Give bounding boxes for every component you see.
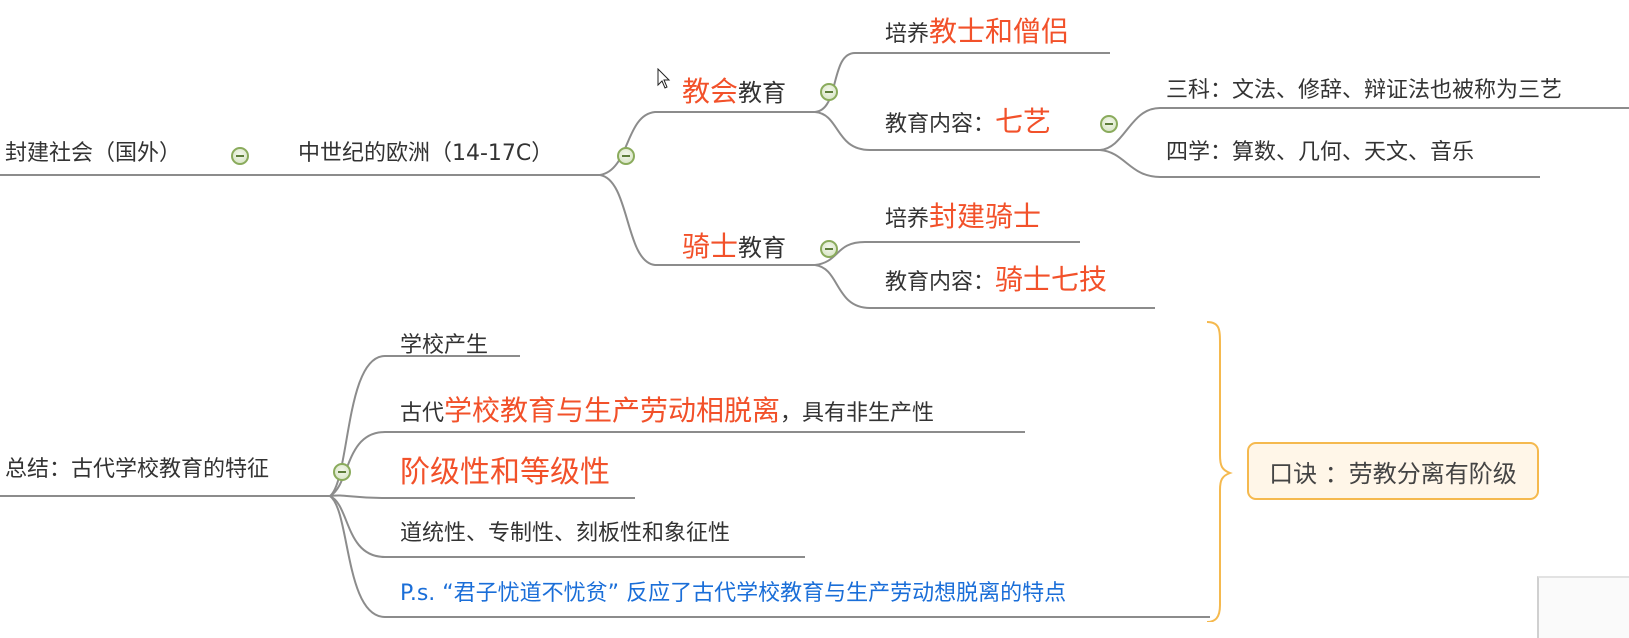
bracket (1206, 321, 1233, 622)
knight-label-rest: 教育 (738, 234, 787, 262)
root-feudal-society[interactable]: 封建社会（国外） (5, 141, 182, 166)
church-goal-highlight: 教士和僧侣 (929, 15, 1070, 48)
corner-thumbnail (1537, 576, 1629, 638)
node-church-education[interactable]: 教会教育 (682, 78, 786, 106)
node-knight-education[interactable]: 骑士教育 (682, 233, 786, 261)
collapse-minus-icon[interactable] (1100, 115, 1118, 133)
node-knight-content[interactable]: 教育内容：骑士七技 (885, 266, 1107, 294)
knight-content-highlight: 骑士七技 (995, 263, 1108, 296)
church-content-highlight: 七艺 (995, 105, 1052, 138)
connector-lines (0, 52, 1629, 622)
node-quadrivium[interactable]: 四学：算数、几何、天文、音乐 (1166, 140, 1475, 165)
mnemonic-text: 口诀 ：劳教分离有阶级 (1269, 459, 1517, 488)
summary-item-school-origin[interactable]: 学校产生 (400, 333, 489, 358)
church-label-rest: 教育 (738, 79, 787, 107)
separation-suffix: ，具有非生产性 (780, 401, 935, 426)
root-summary[interactable]: 总结：古代学校教育的特征 (5, 457, 270, 482)
knight-goal-highlight: 封建骑士 (929, 200, 1042, 233)
mnemonic-callout[interactable]: 口诀 ：劳教分离有阶级 (1247, 442, 1539, 500)
summary-item-separation[interactable]: 古代学校教育与生产劳动相脱离，具有非生产性 (400, 397, 934, 425)
node-trivium[interactable]: 三科：文法、修辞、辩证法也被称为三艺 (1166, 78, 1563, 103)
summary-item-class-hierarchy[interactable]: 阶级性和等级性 (400, 455, 610, 490)
mouse-pointer-icon (657, 68, 671, 89)
collapse-minus-icon[interactable] (333, 463, 351, 481)
knight-content-prefix: 教育内容： (885, 270, 996, 295)
church-highlight: 教会 (682, 75, 739, 108)
summary-item-orthodoxy[interactable]: 道统性、专制性、刻板性和象征性 (400, 521, 731, 546)
separation-highlight: 学校教育与生产劳动相脱离 (444, 394, 781, 427)
collapse-minus-icon[interactable] (617, 147, 635, 165)
node-church-content[interactable]: 教育内容：七艺 (885, 108, 1051, 136)
collapse-minus-icon[interactable] (231, 147, 249, 165)
collapse-minus-icon[interactable] (820, 240, 838, 258)
knight-goal-prefix: 培养 (885, 207, 930, 232)
church-goal-prefix: 培养 (885, 22, 930, 47)
separation-prefix: 古代 (400, 401, 445, 426)
summary-item-ps-note[interactable]: P.s. “君子忧道不忧贫” 反应了古代学校教育与生产劳动想脱离的特点 (400, 581, 1067, 606)
collapse-minus-icon[interactable] (820, 83, 838, 101)
node-medieval-europe[interactable]: 中世纪的欧洲（14-17C） (298, 141, 554, 166)
church-content-prefix: 教育内容： (885, 112, 996, 137)
knight-highlight: 骑士 (682, 230, 739, 263)
node-knight-goal[interactable]: 培养封建骑士 (885, 203, 1041, 231)
node-church-goal[interactable]: 培养教士和僧侣 (885, 18, 1069, 46)
